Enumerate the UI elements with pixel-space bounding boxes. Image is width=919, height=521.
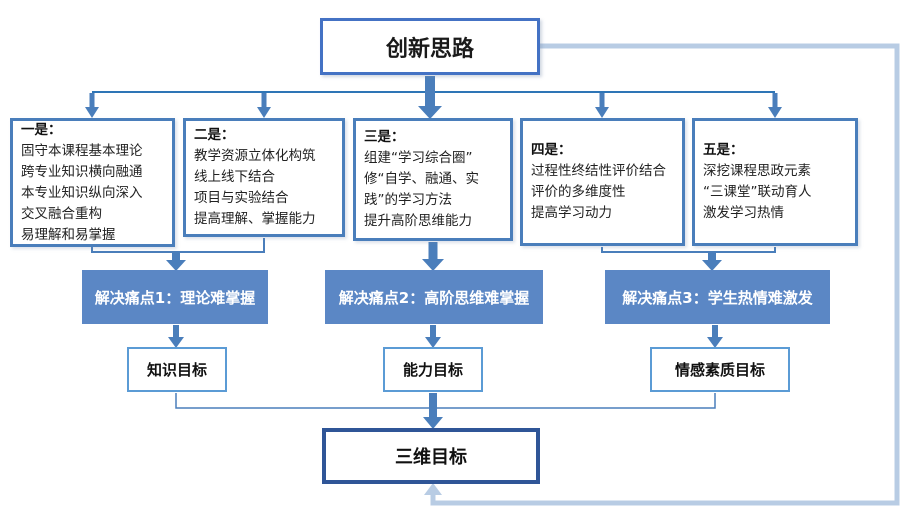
pain-point-label: 解决痛点1：理论难掌握 xyxy=(94,288,256,307)
arrow-rail-col4-head-icon xyxy=(595,107,609,118)
strategy-line: 深挖课程思政元素 xyxy=(703,163,811,179)
merge-col12-line xyxy=(91,238,265,253)
merge-col45-line xyxy=(601,247,776,253)
final-goal-box: 三维目标 xyxy=(322,428,540,484)
arrow-merge-pain1-head-icon xyxy=(166,260,186,271)
final-goal-label: 三维目标 xyxy=(395,447,467,468)
pain-point-label: 解决痛点2：高阶思维难掌握 xyxy=(338,288,530,307)
goal-box-emotion: 情感素质目标 xyxy=(650,347,790,392)
strategy-line: 易理解和易掌握 xyxy=(21,226,116,243)
strategy-heading: 一是： xyxy=(21,121,62,138)
strategy-line: “三课堂”联动育人 xyxy=(703,184,812,200)
strategy-heading: 二是： xyxy=(194,127,235,143)
title-box: 创新思路 xyxy=(320,18,540,75)
strategy-box-4: 四是： 过程性终结性评价结合 评价的多维度性 提高学习动力 xyxy=(520,118,685,246)
strategy-heading: 三是： xyxy=(364,129,405,145)
strategy-line: 激发学习热情 xyxy=(703,205,784,221)
feedback-loop-line xyxy=(430,43,900,506)
arrow-rail-col2-head-icon xyxy=(257,107,271,118)
strategy-line: 教学资源立体化构筑 xyxy=(194,148,316,164)
arrow-rail-col5-head-icon xyxy=(768,107,782,118)
goal-label: 知识目标 xyxy=(146,361,207,379)
arrow-col3-pain2-head-icon xyxy=(422,259,444,271)
strategy-line: 固守本课程基本理论 xyxy=(21,142,143,159)
pain-point-3: 解决痛点3：学生热情难激发 xyxy=(605,270,830,324)
arrow-pain2-goal2-head-icon xyxy=(425,337,441,348)
goal-box-knowledge: 知识目标 xyxy=(127,347,227,392)
strategy-line: 过程性终结性评价结合 xyxy=(531,163,666,179)
merge-goals-line xyxy=(175,393,716,409)
strategy-line: 交叉融合重构 xyxy=(21,205,102,222)
goal-box-ability: 能力目标 xyxy=(383,347,483,392)
goal-label: 情感素质目标 xyxy=(674,361,765,379)
strategy-line: 提升高阶思维能力 xyxy=(364,213,472,229)
arrow-goals-final-head-icon xyxy=(423,417,443,429)
strategy-line: 项目与实验结合 xyxy=(194,190,289,206)
pain-point-1: 解决痛点1：理论难掌握 xyxy=(82,270,268,324)
strategy-line: 修“自学、融通、实践”的学习方法 xyxy=(364,171,479,208)
strategy-box-1: 一是： 固守本课程基本理论 跨专业知识横向融通 本专业知识纵向深入 交叉融合重构… xyxy=(10,118,175,247)
strategy-line: 跨专业知识横向融通 xyxy=(21,163,143,180)
strategy-box-2: 二是： 教学资源立体化构筑 线上线下结合 项目与实验结合 提高理解、掌握能力 xyxy=(183,118,345,237)
strategy-line: 本专业知识纵向深入 xyxy=(21,184,143,201)
strategy-heading: 五是： xyxy=(703,142,744,158)
strategy-line: 线上线下结合 xyxy=(194,169,275,185)
strategy-box-3: 三是： 组建“学习综合圈” 修“自学、融通、实践”的学习方法 提升高阶思维能力 xyxy=(353,118,513,241)
title-label: 创新思路 xyxy=(385,36,474,62)
strategy-box-5: 五是： 深挖课程思政元素 “三课堂”联动育人 激发学习热情 xyxy=(692,118,858,246)
pain-point-2: 解决痛点2：高阶思维难掌握 xyxy=(325,270,543,324)
goal-label: 能力目标 xyxy=(402,361,463,379)
feedback-arrowhead-up-icon xyxy=(424,483,442,495)
strategy-line: 组建“学习综合圈” xyxy=(364,150,473,166)
strategy-line: 评价的多维度性 xyxy=(531,184,626,200)
strategy-heading: 四是： xyxy=(531,142,572,158)
strategy-line: 提高学习动力 xyxy=(531,205,612,221)
pain-point-label: 解决痛点3：学生热情难激发 xyxy=(622,288,813,307)
strategy-line: 提高理解、掌握能力 xyxy=(194,211,316,227)
arrow-pain3-goal3-head-icon xyxy=(707,337,723,348)
arrow-pain1-goal1-head-icon xyxy=(168,337,184,348)
arrow-rail-col1-head-icon xyxy=(85,107,99,118)
arrow-title-col3-head-icon xyxy=(418,106,442,119)
arrow-merge-pain3-head-icon xyxy=(702,260,722,271)
